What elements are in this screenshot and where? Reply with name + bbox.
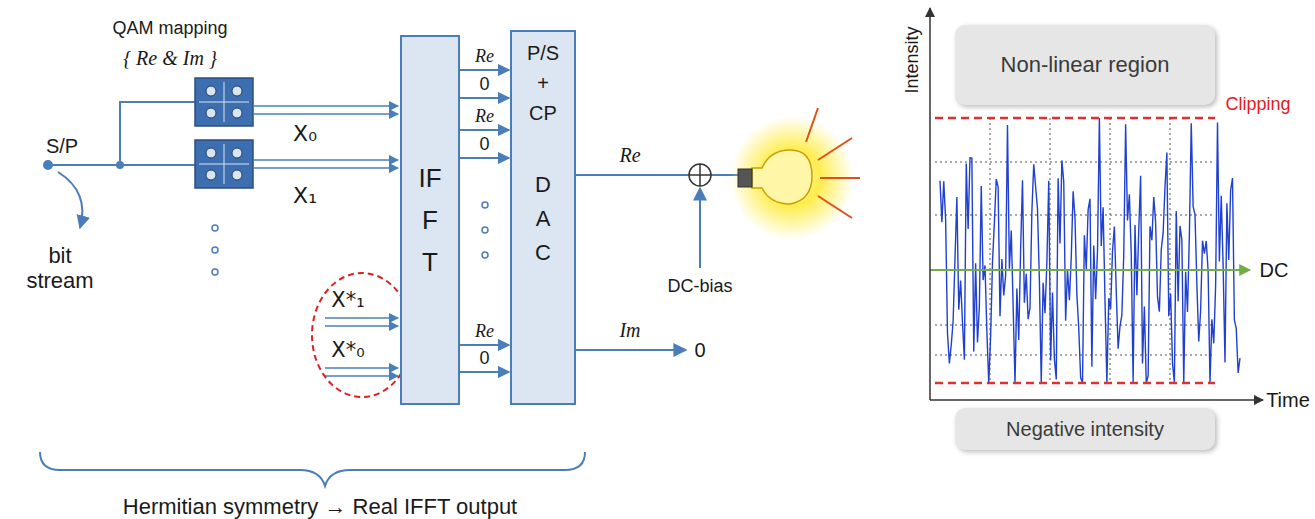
node-text: Negative intensity [1006,418,1164,441]
node-text: DAC [532,168,554,270]
edge-label: 0 [477,134,491,154]
ifft-block: IFFT [400,35,460,405]
axis-label: Intensity [902,26,923,93]
signal-name: X*₁ [331,288,364,312]
input-label: bit stream [22,243,98,293]
signal-name: 0 [694,339,705,362]
signal-name: X₀ [293,121,317,146]
threshold-label: Clipping [1225,94,1290,115]
signal-arrow [460,344,509,346]
output-wires [576,175,738,350]
grouping-brace [40,452,585,486]
caption-note: Hermitian symmetry → Real IFFT output [123,494,517,519]
subcarrier-arrows [253,106,398,376]
signal-name: DC-bias [667,276,732,297]
block-label: { Re & Im } [123,47,217,70]
clipping-lines [935,118,1215,383]
edge-label: 0 [477,348,491,368]
dc-level-line [930,269,1250,271]
hermitian-highlight [312,273,412,397]
signal-name: Re [619,144,640,167]
negative-intensity-band: Negative intensity [955,408,1215,450]
edge-label: Re [473,106,496,126]
edge-label: 0 [477,74,491,94]
signal-name: X₁ [293,183,317,208]
edge-label: Re [473,321,496,341]
signal-arrow [460,69,509,71]
block-label: QAM mapping [112,18,227,39]
node-text: Non-linear region [1001,52,1170,78]
signal-arrow [460,97,509,99]
led-bulb [730,108,860,240]
node-text: IFFT [417,157,443,283]
signal-arrow [460,157,509,159]
signal-arrow [460,371,509,373]
ps-cp-dac-block: P/S + CP DAC [510,30,576,405]
qam-constellation [195,78,253,126]
qam-constellation [195,140,253,188]
node-text: P/S + CP [525,38,561,128]
block-label: S/P [46,135,78,158]
level-label: DC [1258,259,1291,282]
signal-name: X*₀ [331,338,364,362]
edge-label: Re [473,46,496,66]
signal-arrow [460,129,509,131]
chart-axes [930,8,1263,400]
signal-name: Im [619,319,640,342]
nonlinear-region-band: Non-linear region [955,25,1215,105]
chart-grid [935,118,1215,383]
waveform-trace [940,118,1240,383]
axis-label: Time [1266,389,1310,412]
ofdm-waveform [940,118,1240,383]
serial-parallel-switch [44,102,195,228]
adder-symbol [689,164,711,186]
